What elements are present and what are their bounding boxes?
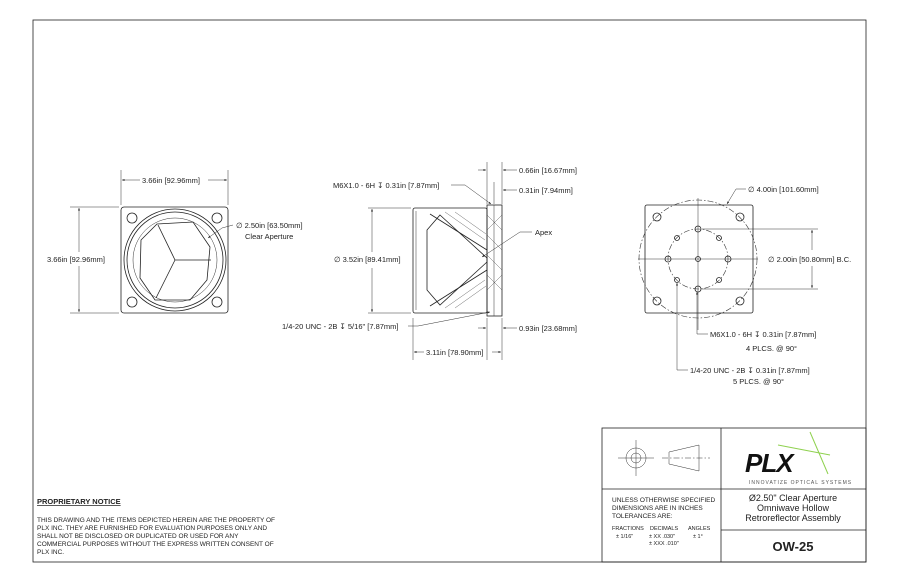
tolerance-line: UNLESS OTHERWISE SPECIFIED	[612, 497, 715, 504]
clear-aperture-label: Clear Aperture	[245, 232, 293, 241]
rear-quarter-callout: 1/4-20 UNC - 2B ↧ 0.31in [7.87mm]	[690, 366, 810, 375]
drawing-title-line: Omniwave Hollow	[757, 503, 830, 513]
notice-title: PROPRIETARY NOTICE	[37, 497, 121, 506]
side-dim-rear: 0.93in [23.68mm]	[519, 324, 577, 333]
rear-quarter-qty: 5 PLCS. @ 90°	[733, 377, 784, 386]
rear-m6-qty: 4 PLCS. @ 90°	[746, 344, 797, 353]
notice-line: COMMERCIAL PURPOSES WITHOUT THE EXPRESS …	[37, 541, 274, 548]
part-number: OW-25	[773, 539, 814, 554]
side-bottom-thread: 1/4-20 UNC - 2B ↧ 5/16" [7.87mm]	[282, 322, 399, 331]
rear-bc-dim: ∅ 2.00in [50.80mm] B.C.	[768, 255, 851, 264]
aperture-dim: ∅ 2.50in [63.50mm]	[236, 221, 303, 230]
notice-line: PLX INC.	[37, 549, 64, 556]
apex-label: Apex	[535, 228, 552, 237]
front-view: 3.66in [92.96mm] 3.66in [92.96mm] ∅ 2.50…	[47, 170, 303, 314]
fractions-label: FRACTIONS	[612, 526, 644, 532]
mount-hole-icon	[211, 296, 223, 308]
mount-hole-icon	[211, 212, 223, 224]
plx-logo: PLX INNOVATIZE OPTICAL SYSTEMS	[745, 431, 852, 486]
angles-label: ANGLES	[688, 526, 711, 532]
side-view: 0.66in [16.67mm] 0.31in [7.94mm] M6X1.0 …	[282, 162, 577, 360]
decimals-xxx: ± XXX .010"	[649, 541, 679, 547]
sheet-border	[32, 19, 867, 563]
rear-m6-callout: M6X1.0 - 6H ↧ 0.31in [7.87mm]	[710, 330, 816, 339]
fractions-value: ± 1/16"	[616, 534, 633, 540]
notice-line: PLX INC. THEY ARE FURNISHED FOR EVALUATI…	[37, 525, 267, 532]
side-dim-flange: 0.31in [7.94mm]	[519, 186, 573, 195]
angles-value: ± 1°	[693, 534, 703, 540]
tolerance-line: TOLERANCES ARE:	[612, 513, 673, 520]
notice-line: THIS DRAWING AND THE ITEMS DEPICTED HERE…	[37, 517, 275, 524]
mount-holes	[652, 212, 745, 306]
logo-tagline: INNOVATIZE OPTICAL SYSTEMS	[749, 480, 852, 486]
side-length-dim: 3.11in [78.90mm]	[426, 348, 483, 357]
drawing-title-line: Retroreflector Assembly	[745, 513, 841, 523]
decimals-xx: ± XX .030"	[649, 534, 675, 540]
notice-line: SHALL NOT BE DISCLOSED OR DUPLICATED OR …	[37, 533, 239, 540]
drawing-title-line: Ø2.50" Clear Aperture	[749, 493, 837, 503]
front-height-dim: 3.66in [92.96mm]	[47, 255, 105, 264]
front-width-dim: 3.66in [92.96mm]	[142, 176, 200, 185]
decimals-label: DECIMALS	[650, 526, 678, 532]
side-dim-top: 0.66in [16.67mm]	[519, 166, 577, 175]
side-thread-callout: M6X1.0 - 6H ↧ 0.31in [7.87mm]	[333, 181, 439, 190]
rear-outer-dim: ∅ 4.00in [101.60mm]	[748, 185, 819, 194]
side-diameter-dim: ∅ 3.52in [89.41mm]	[334, 255, 401, 264]
logo-text: PLX	[745, 448, 795, 478]
mount-hole-icon	[126, 212, 138, 224]
rear-view: ∅ 4.00in [101.60mm] ∅ 2.00in [50.80mm] B…	[638, 185, 851, 386]
proprietary-notice: PROPRIETARY NOTICE THIS DRAWING AND THE …	[37, 497, 275, 556]
tolerance-line: DIMENSIONS ARE IN INCHES	[612, 505, 703, 512]
title-block: PLX INNOVATIZE OPTICAL SYSTEMS UNLESS OT…	[601, 427, 867, 563]
third-angle-projection-icon	[618, 440, 710, 476]
mount-hole-icon	[126, 296, 138, 308]
